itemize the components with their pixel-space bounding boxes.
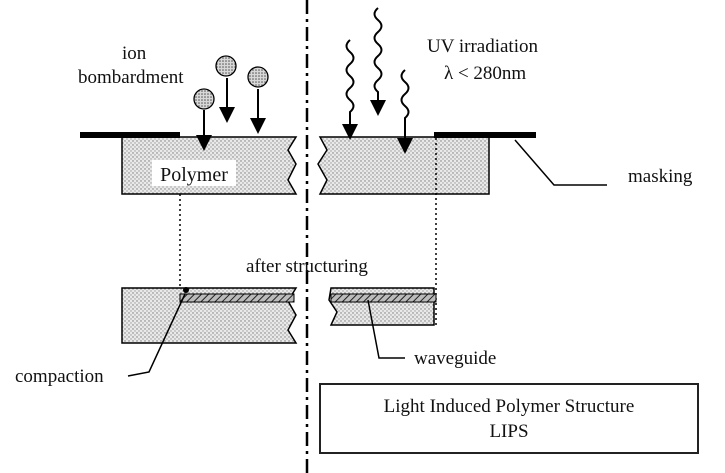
- ion-label-line1: ion: [122, 43, 147, 64]
- uv-ray: [342, 39, 358, 140]
- uv-ray: [370, 7, 386, 116]
- waveguide-label: waveguide: [414, 348, 496, 369]
- ion-particle: [247, 66, 269, 88]
- uv-label-line2: λ < 280nm: [444, 63, 526, 84]
- polymer-label: Polymer: [160, 164, 228, 186]
- masking-label: masking: [628, 166, 693, 187]
- ion-particle: [215, 55, 237, 77]
- uv-label-line1: UV irradiation: [427, 36, 538, 57]
- lips-caption-box: Light Induced Polymer Structure LIPS: [319, 383, 699, 454]
- ion-particle: [193, 88, 215, 110]
- compaction-layer: [179, 293, 295, 303]
- compaction-leader: [127, 293, 186, 377]
- uv-rays: [342, 7, 413, 154]
- polymer-block-top-right: [317, 136, 490, 195]
- ion-label-line2: bombardment: [78, 67, 184, 88]
- compaction-dot: [183, 287, 189, 293]
- waveguide-leader: [367, 299, 405, 359]
- waveguide-layer: [330, 293, 437, 303]
- lips-caption-abbrev: LIPS: [489, 421, 529, 442]
- ion-particles: [193, 55, 269, 151]
- mask-top-right: [434, 132, 536, 138]
- polymer-label-bg: [152, 160, 236, 186]
- after-structuring-label: after structuring: [246, 256, 368, 277]
- mask-top-left: [80, 132, 180, 138]
- uv-ray: [397, 69, 413, 154]
- compaction-label: compaction: [15, 366, 104, 387]
- masking-leader: [514, 139, 607, 186]
- lips-caption-title: Light Induced Polymer Structure: [383, 396, 635, 417]
